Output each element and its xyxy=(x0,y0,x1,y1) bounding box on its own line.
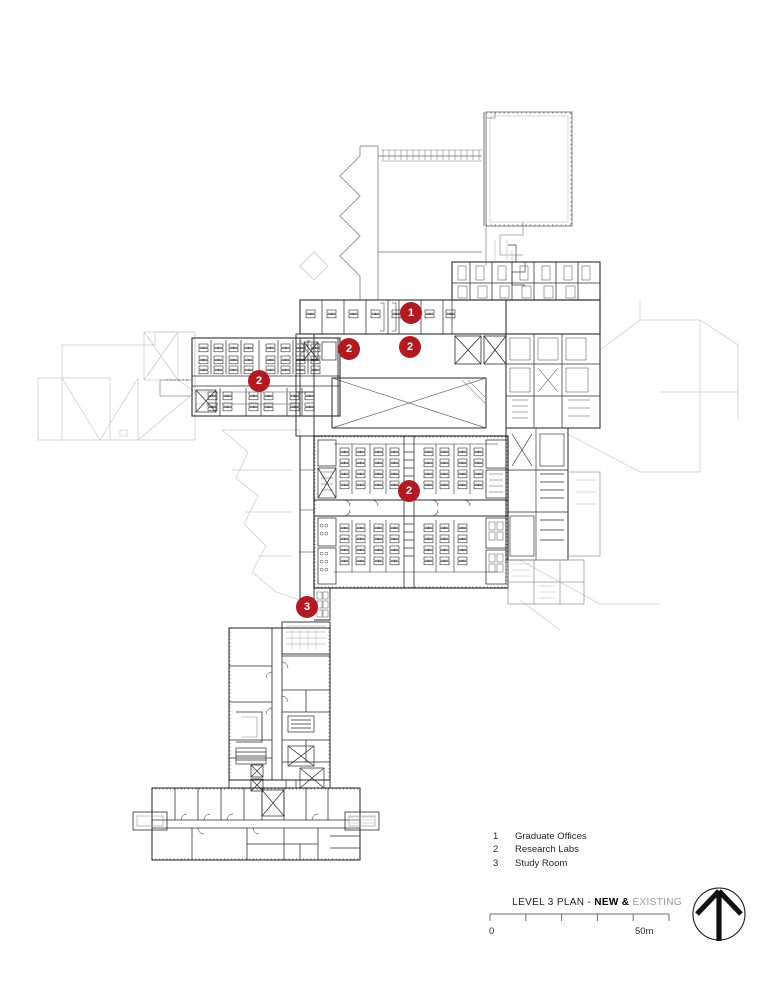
plan-marker-1[interactable]: 1 xyxy=(400,302,422,324)
legend-item-1: 1 Graduate Offices xyxy=(493,830,587,843)
legend-item-2: 2 Research Labs xyxy=(493,843,587,856)
legend-item-3: 3 Study Room xyxy=(493,857,587,870)
south-residential-bar xyxy=(132,787,380,861)
east-lower-annexe xyxy=(507,559,585,605)
north-arrow-icon xyxy=(690,885,748,943)
east-service-bar xyxy=(505,299,601,561)
plan-legend: 1 Graduate Offices 2 Research Labs 3 Stu… xyxy=(493,830,587,870)
legend-label: Study Room xyxy=(515,857,568,869)
title-new: NEW & xyxy=(594,897,630,908)
plan-title: LEVEL 3 PLAN - NEW & EXISTING xyxy=(490,897,682,908)
plan-marker-3[interactable]: 3 xyxy=(296,596,318,618)
north-courtyard xyxy=(483,111,573,286)
title-prefix: LEVEL 3 PLAN - xyxy=(512,897,595,908)
legend-label: Research Labs xyxy=(515,844,579,856)
atrium-roof xyxy=(331,377,487,429)
north-office-bar xyxy=(299,261,601,365)
core-spine xyxy=(295,333,315,437)
plan-marker-2c[interactable]: 2 xyxy=(248,370,270,392)
wing-bar-junction xyxy=(228,767,331,789)
scale-min-label: 0 xyxy=(489,926,495,937)
central-lab-core xyxy=(313,435,509,589)
south-link xyxy=(299,436,331,621)
legend-number: 1 xyxy=(493,831,499,842)
legend-label: Graduate Offices xyxy=(515,831,587,842)
plan-marker-2a[interactable]: 2 xyxy=(338,338,360,360)
upper-left-bridge xyxy=(232,391,296,405)
south-corridor-wing xyxy=(228,621,331,792)
scale-bar-graphic xyxy=(489,913,670,921)
title-existing: EXISTING xyxy=(629,897,682,908)
north-sawtooth-roof xyxy=(339,145,482,300)
scale-bar: 0 50m xyxy=(489,913,681,939)
plan-marker-2d[interactable]: 2 xyxy=(398,480,420,502)
scale-max-label: 50m xyxy=(635,926,654,937)
legend-number: 2 xyxy=(493,844,499,856)
plan-marker-2b[interactable]: 2 xyxy=(399,336,421,358)
legend-number: 3 xyxy=(493,857,499,869)
